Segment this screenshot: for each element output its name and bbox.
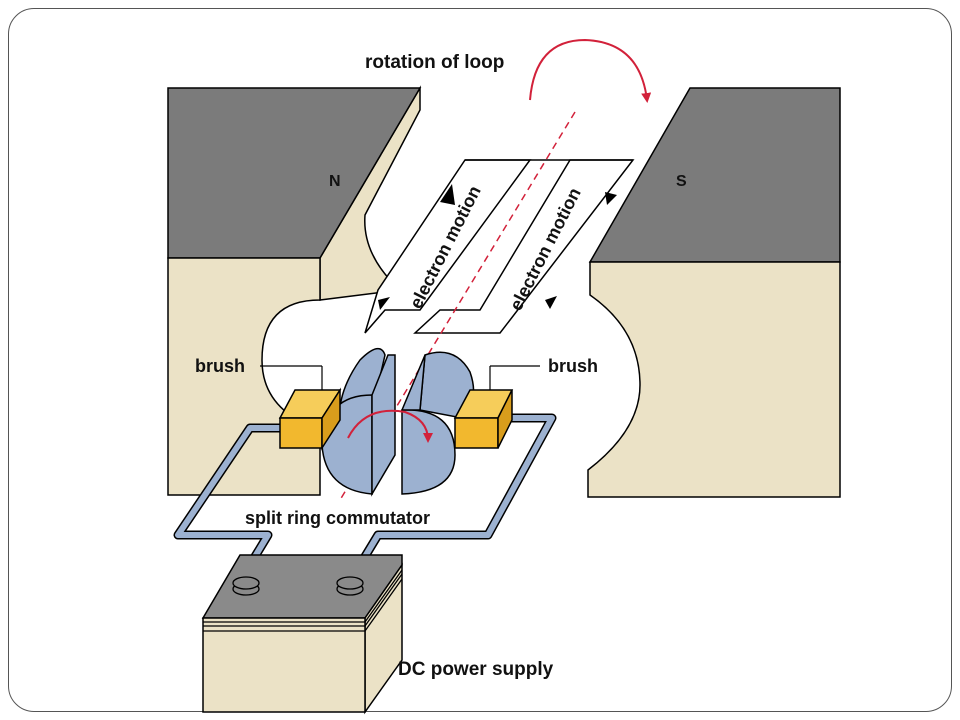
left-brush-front	[279, 417, 323, 449]
right-wire-fill	[349, 415, 555, 580]
north-magnet-front-face	[167, 257, 321, 496]
left-brush	[278, 387, 342, 451]
electron-motion-arrows	[378, 184, 617, 310]
split-ring-commutator	[321, 347, 475, 497]
right-brush-front	[454, 417, 499, 449]
battery-terminal-right	[336, 576, 364, 596]
circuit-wires	[173, 413, 557, 581]
title-rotation-of-loop: rotation of loop	[365, 52, 504, 73]
loop-rotation-arrow	[529, 38, 652, 103]
left-brush-side	[321, 387, 341, 451]
commutator-rotation-arrow	[347, 409, 433, 443]
dc-power-supply	[201, 554, 403, 715]
battery-stripes	[203, 569, 403, 632]
label-split-ring-commutator: split ring commutator	[245, 508, 430, 528]
right-brush	[453, 389, 514, 449]
arrowhead-left-up	[440, 184, 455, 205]
label-brush-left: brush	[195, 356, 245, 376]
arrowhead-right-up	[605, 192, 617, 205]
south-magnet	[587, 87, 841, 498]
label-brush-right: brush	[548, 356, 598, 376]
right-brush-side	[497, 389, 513, 449]
left-wire-fill	[175, 425, 292, 580]
battery-front	[202, 617, 366, 713]
label-dc-power-supply: DC power supply	[398, 659, 554, 680]
commutator-right-half	[401, 409, 456, 495]
commutator-left-slab	[371, 354, 396, 497]
arrowhead-right-down	[545, 296, 557, 309]
label-south-pole: S	[676, 173, 687, 190]
battery-terminal-left	[232, 576, 260, 596]
south-magnet-top-face	[588, 87, 841, 263]
arrowhead-left-down	[378, 297, 390, 310]
south-magnet-front-face	[587, 261, 841, 498]
label-north-pole: N	[329, 173, 341, 190]
commutator-right-slab	[400, 354, 426, 411]
wire-loop	[364, 159, 635, 334]
